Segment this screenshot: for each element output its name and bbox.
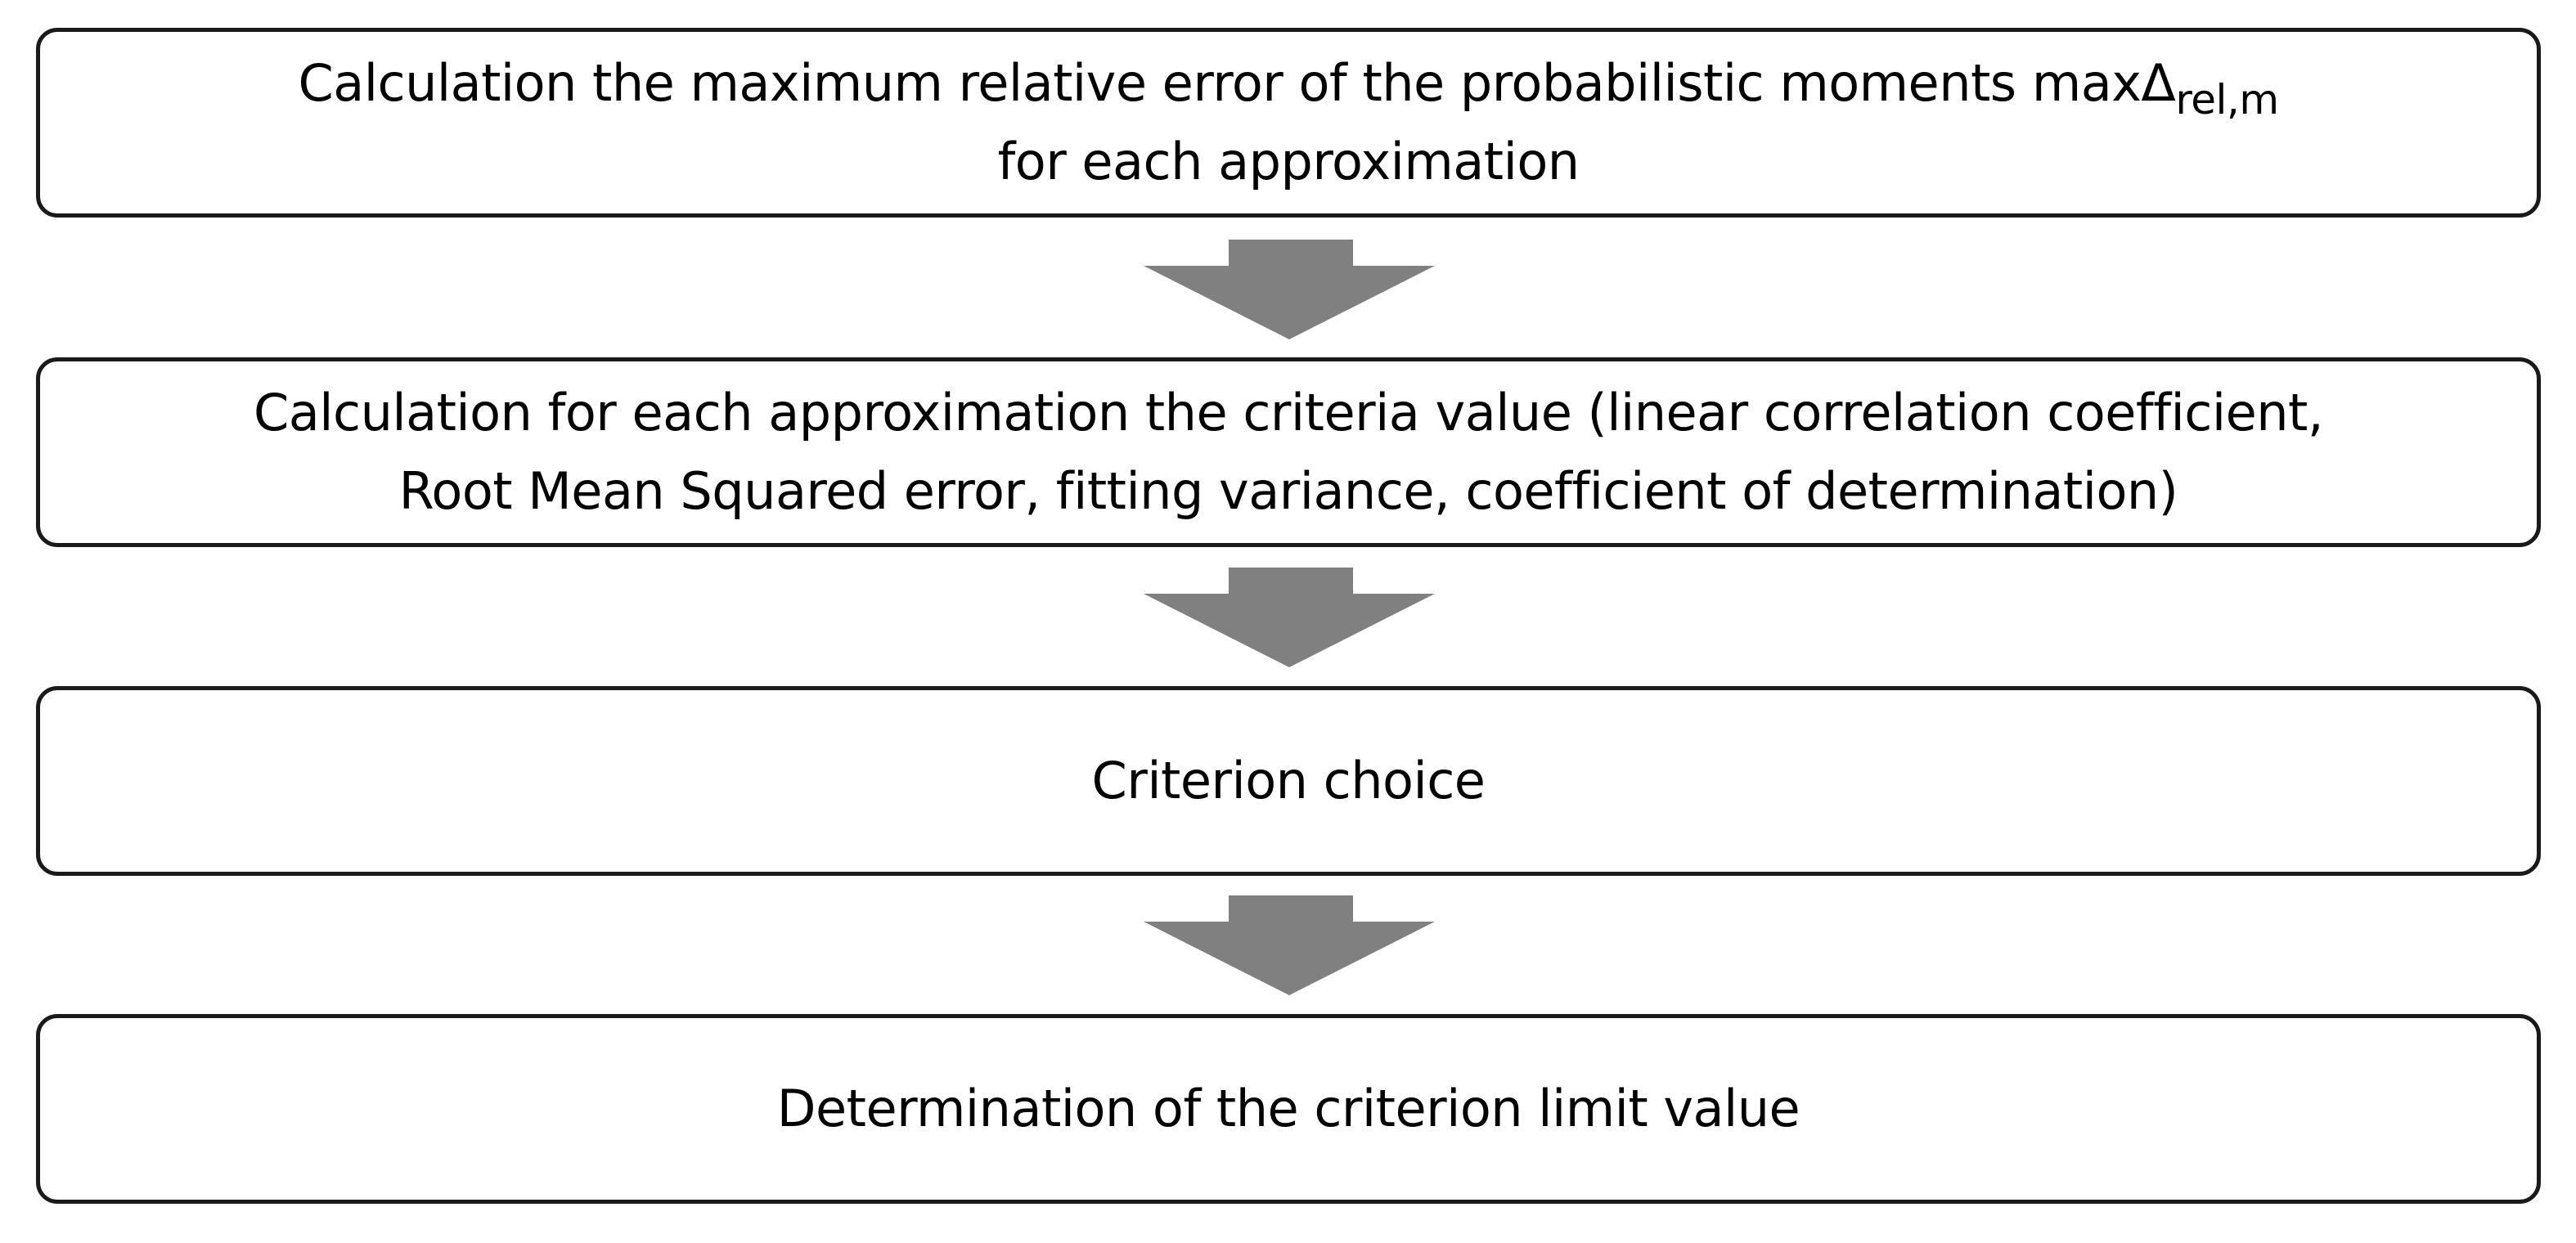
step-2-line-2: Root Mean Squared error, fitting varianc… [398, 461, 2178, 521]
down-arrow-icon [1144, 240, 1435, 339]
step-1-text: Calculation the maximum relative error o… [298, 53, 2176, 113]
step-box-3: Criterion choice [36, 686, 2541, 876]
step-4-line-1: Determination of the criterion limit val… [776, 1079, 1801, 1138]
step-1-subscript: rel,m [2175, 76, 2279, 123]
step-box-1: Calculation the maximum relative error o… [36, 28, 2541, 218]
down-arrow-icon [1144, 895, 1435, 995]
step-2-line-1: Calculation for each approximation the c… [253, 383, 2324, 442]
step-1-line-1: Calculation the maximum relative error o… [298, 44, 2279, 123]
step-box-4: Determination of the criterion limit val… [36, 1014, 2541, 1204]
step-3-line-1: Criterion choice [1091, 751, 1486, 810]
step-1-line-2: for each approximation [997, 132, 1580, 191]
down-arrow-icon [1144, 568, 1435, 667]
step-box-2: Calculation for each approximation the c… [36, 357, 2541, 547]
